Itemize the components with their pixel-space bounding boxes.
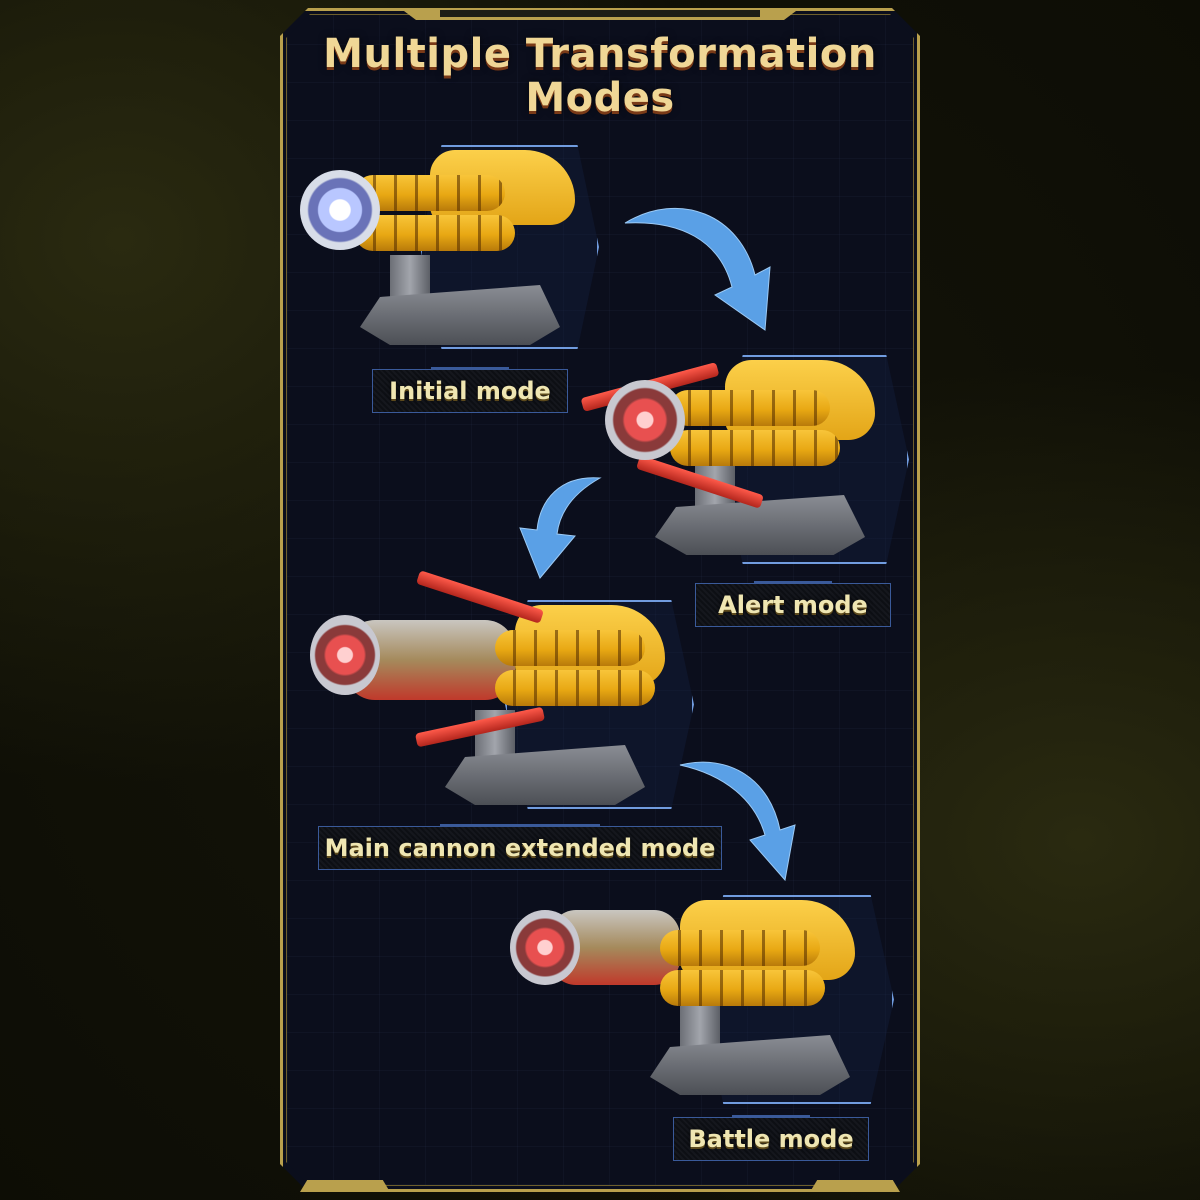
red-claw xyxy=(416,570,544,624)
cannon-battle-mode xyxy=(510,895,880,1105)
cannon-barrel xyxy=(355,215,515,251)
mode-label-alert: Alert mode xyxy=(695,581,891,627)
cannon-barrel xyxy=(670,390,830,426)
cannon-barrel xyxy=(495,670,655,706)
cannon-barrel xyxy=(355,175,505,211)
title-line-2: Modes xyxy=(525,75,675,121)
curved-arrow-down-left-icon xyxy=(519,477,602,579)
muzzle-core-icon xyxy=(310,615,380,695)
mode-label-text: Alert mode xyxy=(718,591,868,619)
mode-label-text: Initial mode xyxy=(389,377,551,405)
cannon-alert-mode xyxy=(575,330,885,560)
mode-label-text: Main cannon extended mode xyxy=(324,834,716,862)
mode-label-text: Battle mode xyxy=(688,1125,854,1153)
cannon-barrel xyxy=(660,970,825,1006)
cannon-initial-mode xyxy=(300,145,590,350)
muzzle-core-icon xyxy=(300,170,380,250)
title-line-1: Multiple Transformation xyxy=(323,31,877,77)
cannon-extended-mode xyxy=(305,570,675,810)
frame-bottom-tab-right xyxy=(810,1180,900,1192)
page-title: Multiple Transformation Modes xyxy=(280,32,920,120)
muzzle-core-icon xyxy=(510,910,580,985)
muzzle-core-icon xyxy=(605,380,685,460)
mode-label-initial: Initial mode xyxy=(372,367,568,413)
cannon-barrel xyxy=(670,430,840,466)
curved-arrow-down-right-icon xyxy=(624,207,771,331)
mode-label-extended: Main cannon extended mode xyxy=(318,824,722,870)
frame-top-tab-inset xyxy=(440,10,760,17)
cannon-barrel xyxy=(660,930,820,966)
mode-label-battle: Battle mode xyxy=(673,1115,869,1161)
curved-arrow-down-right-icon xyxy=(679,761,796,882)
frame-bottom-tab-left xyxy=(300,1180,390,1192)
cannon-barrel xyxy=(495,630,645,666)
